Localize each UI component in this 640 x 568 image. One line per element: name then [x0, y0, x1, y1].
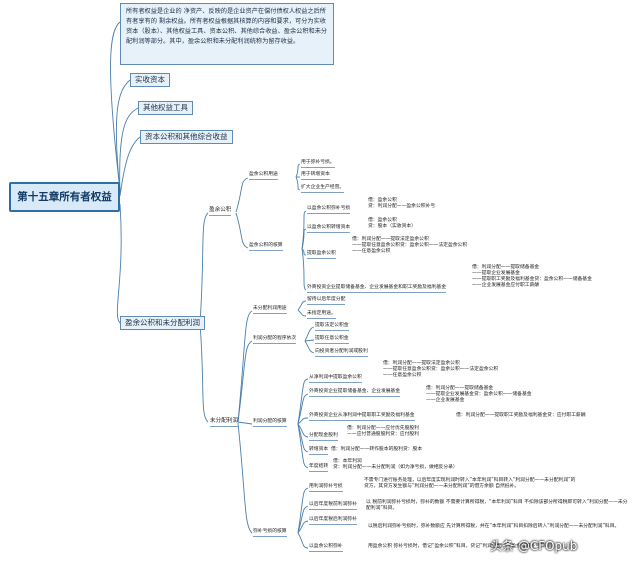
node-journal-entry: 借：本年利润 贷：利润分配——未分配利润（如为净亏损，做相反分录） — [333, 459, 458, 470]
node-order-item[interactable]: 向投资者分配利润或股利 — [315, 349, 368, 357]
root-topic[interactable]: 第十五章所有者权益 — [9, 182, 120, 212]
node-usage-item[interactable]: 未指定用途。 — [307, 311, 336, 319]
node-journal-entry: 借：利润分配——应付优先股股利 ——应付普通股股利贷：应付股利 — [347, 426, 419, 437]
node-surplus-accounting[interactable]: 盈余公积的核算 — [249, 243, 283, 251]
node-loss-text: 不需专门进行账务处理，以后年度实现利润时转入“本年利润”科目转入“利润分配——未… — [364, 478, 576, 489]
node-loss-accounting[interactable]: 弥补亏损的核算 — [253, 529, 287, 537]
node-loss-text: 以 税前利润弥补亏损时，弥补的数额 不需要计算所得税，“本年利润”科目 不扣除该… — [366, 500, 628, 511]
node-order-item[interactable]: 提取任意公积金 — [315, 336, 349, 344]
node-journal-entry: 借：利润分配——提取储备基金 ——提取企业发展基金贷：盈余公积——储备基金 ——… — [426, 386, 532, 403]
node-dist-acc-label[interactable]: 转增资本 — [309, 447, 329, 455]
node-dist-acc-label[interactable]: 外商投资企业从净利润中提取职工奖励及福利基金 — [309, 413, 415, 421]
node-undistributed-usage[interactable]: 未分配利润用途 — [253, 306, 287, 314]
node-journal-entry: 借：盈余公积 贷：股本（实收资本） — [368, 218, 416, 229]
node-journal-entry: 借：利润分配——提取储备基金 ——提取企业发展基金 ——提取职工奖励及福利基金贷… — [472, 265, 592, 288]
watermark-text: 头条 @CFOpub — [490, 539, 578, 553]
intro-note[interactable]: 所有者权益是企业的 净资产、反映的是企业资产在偿付债权人权益之后所有者享有的 剩… — [120, 3, 334, 65]
branch-paid-in-capital[interactable]: 实收资本 — [130, 73, 170, 87]
node-loss-label[interactable]: 以盈余公积弥补 — [309, 544, 343, 552]
node-undistributed-profit[interactable]: 未分配利润 — [210, 418, 238, 427]
node-journal-entry: 借：盈余公积 贷：利润分配——盈余公积补亏 — [368, 198, 436, 209]
node-dist-acc-label[interactable]: 外商投资企业提取储备基金、企业发展基金 — [309, 389, 401, 397]
branch-capital-reserve-oci[interactable]: 资本公积和其他综合收益 — [140, 130, 233, 144]
node-surplus-acc-label[interactable]: 外商投资企业提取储备基金、企业发展基金和职工奖励及福利基金 — [307, 285, 447, 293]
node-dist-acc-label[interactable]: 分配现金股利 — [309, 433, 338, 441]
node-surplus-acc-label[interactable]: 提取盈余公积 — [307, 251, 336, 259]
node-loss-text: 以税后利润弥补亏损时，弥补数额应 先计算所得税，并在“本年利润”科目扣除后转入“… — [368, 524, 620, 529]
branch-surplus-undistributed[interactable]: 盈余公积和未分配利润 — [120, 316, 205, 330]
node-loss-label[interactable]: 以后年度税前利润弥补 — [309, 502, 357, 510]
node-surplus-use-item[interactable]: 扩大企业生产经营。 — [301, 185, 345, 193]
node-surplus-reserve[interactable]: 盈余公积 — [209, 207, 232, 216]
node-distribution-accounting[interactable]: 利润分配的核算 — [253, 419, 287, 427]
node-surplus-use-item[interactable]: 用于转增资本 — [301, 172, 330, 180]
node-usage-item[interactable]: 留待以后年度分配 — [307, 297, 346, 305]
node-surplus-use-item[interactable]: 用于弥补亏损。 — [301, 160, 335, 168]
node-journal-entry: 借：利润分配——转作股本的股利贷：股本 — [331, 447, 423, 452]
node-loss-label[interactable]: 以后年度税后利润弥补 — [309, 517, 357, 525]
node-loss-text: 用盈余公积 弥补亏损时，借记“盈余公积”科目，贷记“利润分配——盈余公积补亏”科… — [368, 544, 557, 549]
node-journal-entry: 借：利润分配——提取职工奖励及福利基金贷：应付职工薪酬 — [456, 413, 586, 418]
node-journal-entry: 借：利润分配——提取法定盈余公积 ——提取任意盈余公积贷：盈余公积——法定盈余公… — [383, 361, 499, 378]
node-order-item[interactable]: 提取法定公积金 — [315, 323, 349, 331]
node-surplus-acc-label[interactable]: 以盈余公积弥补亏损 — [307, 206, 351, 214]
node-dist-acc-label[interactable]: 从净利润中提取盈余公积 — [309, 375, 362, 383]
branch-other-equity-instruments[interactable]: 其他权益工具 — [138, 101, 193, 115]
node-loss-label[interactable]: 用利润弥补亏损 — [309, 484, 343, 492]
node-dist-acc-label[interactable]: 年度结转 — [309, 464, 329, 472]
node-journal-entry: 借：利润分配——提取法定盈余公积 ——提取任意盈余公积贷：盈余公积——法定盈余公… — [352, 237, 468, 254]
node-surplus-uses[interactable]: 盈余公积用途 — [249, 172, 278, 180]
node-distribution-order[interactable]: 利润分配的程序依次 — [253, 336, 297, 344]
node-surplus-acc-label[interactable]: 以盈余公积转增资本 — [307, 225, 351, 233]
